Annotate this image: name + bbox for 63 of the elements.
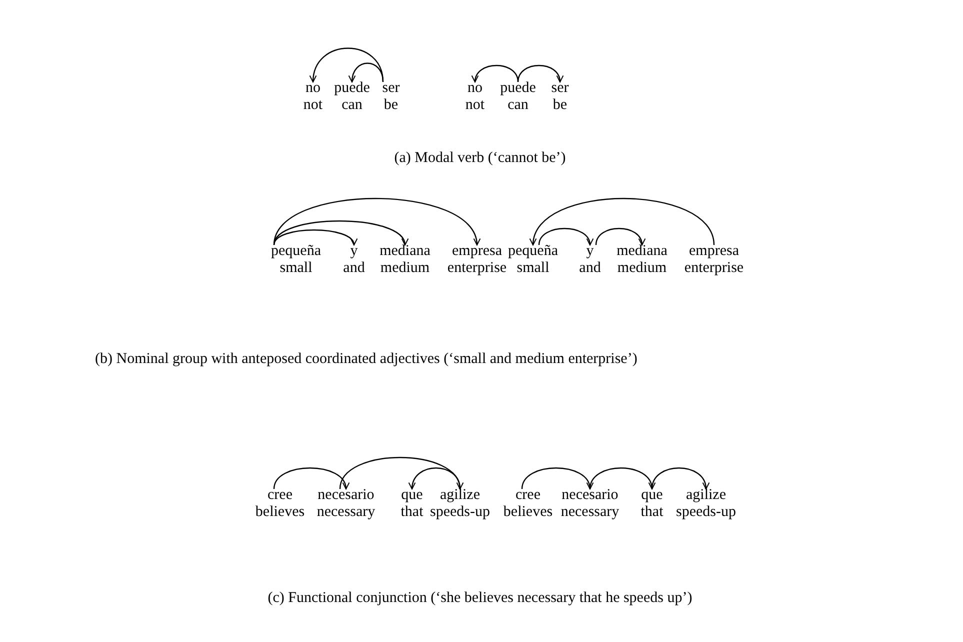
caption: (c) Functional conjunction (‘she believes necessary that he speeds up’) xyxy=(266,589,694,608)
word-text: ser xyxy=(382,80,400,97)
dependency-arc xyxy=(530,198,715,246)
dependency-arc xyxy=(349,62,384,82)
gloss-text: that xyxy=(400,504,424,521)
word-text: no xyxy=(306,80,320,97)
gloss-text: be xyxy=(384,97,398,114)
word-text: y xyxy=(350,243,358,260)
gloss-text: not xyxy=(303,97,323,114)
gloss-text: necessary xyxy=(316,504,376,521)
word-text: empresa xyxy=(689,243,739,260)
gloss-text: small xyxy=(516,260,550,277)
word-text: y xyxy=(586,243,594,260)
caption: (b) Nominal group with anteposed coordinated adjectives (‘small and medium enterprise’) xyxy=(95,350,638,369)
word-text: empresa xyxy=(452,243,502,260)
word-text: que xyxy=(401,487,423,504)
word-text: cree xyxy=(268,487,292,504)
dependency-arc xyxy=(339,456,462,490)
gloss-text: believes xyxy=(255,504,305,521)
gloss-text: small xyxy=(280,260,312,277)
word-text: pequeña xyxy=(508,243,558,260)
dependency-arc xyxy=(409,467,461,490)
gloss-text: be xyxy=(552,97,568,114)
dependency-arc xyxy=(517,64,563,82)
gloss-text: and xyxy=(343,260,365,277)
word-text: que xyxy=(641,487,663,504)
gloss-text: believes xyxy=(503,504,553,521)
dependency-arc xyxy=(589,467,654,490)
dependency-arc xyxy=(472,64,519,82)
gloss-text: speeds-up xyxy=(430,504,490,521)
word-text: necesario xyxy=(318,487,374,504)
caption: (a) Modal verb (‘cannot be’) xyxy=(393,149,567,168)
dependency-arc xyxy=(651,467,709,490)
dependency-arc xyxy=(538,228,592,246)
word-text: agilize xyxy=(440,487,480,504)
dependency-arc xyxy=(595,228,644,246)
gloss-text: enterprise xyxy=(684,260,744,277)
gloss-text: medium xyxy=(380,260,430,277)
word-text: necesario xyxy=(562,487,618,504)
gloss-text: can xyxy=(342,97,362,114)
dependency-arc xyxy=(273,220,406,246)
dependency-arc xyxy=(273,198,479,246)
dependency-arc xyxy=(273,467,348,490)
word-text: puede xyxy=(500,80,536,97)
dependency-arc xyxy=(521,467,592,490)
gloss-text: speeds-up xyxy=(676,504,736,521)
word-text: mediana xyxy=(616,243,668,260)
dependency-arc xyxy=(273,229,356,246)
word-text: puede xyxy=(334,80,370,97)
word-text: agilize xyxy=(686,487,726,504)
word-text: cree xyxy=(516,487,540,504)
word-text: mediana xyxy=(380,243,430,260)
gloss-text: enterprise xyxy=(447,260,507,277)
gloss-text: necessary xyxy=(560,504,620,521)
dependency-arc xyxy=(310,48,384,82)
gloss-text: can xyxy=(508,97,528,114)
gloss-text: not xyxy=(465,97,485,114)
gloss-text: that xyxy=(640,504,664,521)
gloss-text: and xyxy=(579,260,601,277)
word-text: no xyxy=(468,80,482,97)
gloss-text: medium xyxy=(617,260,667,277)
word-text: ser xyxy=(551,80,569,97)
word-text: pequeña xyxy=(271,243,321,260)
